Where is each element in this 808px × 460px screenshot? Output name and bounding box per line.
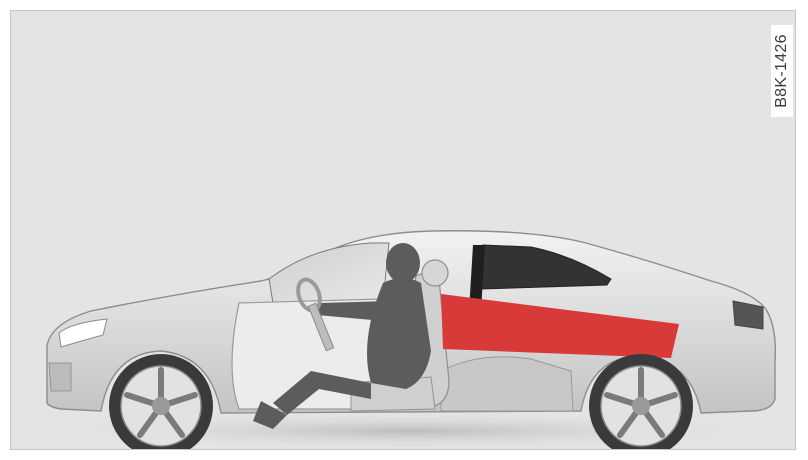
grille — [49, 363, 71, 391]
reference-code-box: B8K-1426 — [771, 25, 793, 117]
illustration-frame: B8K-1426 — [10, 10, 796, 450]
front-wheel — [109, 354, 213, 450]
headrest — [422, 260, 448, 286]
car-illustration — [11, 11, 796, 450]
front-window — [269, 243, 389, 303]
reference-code-label: B8K-1426 — [773, 34, 791, 108]
